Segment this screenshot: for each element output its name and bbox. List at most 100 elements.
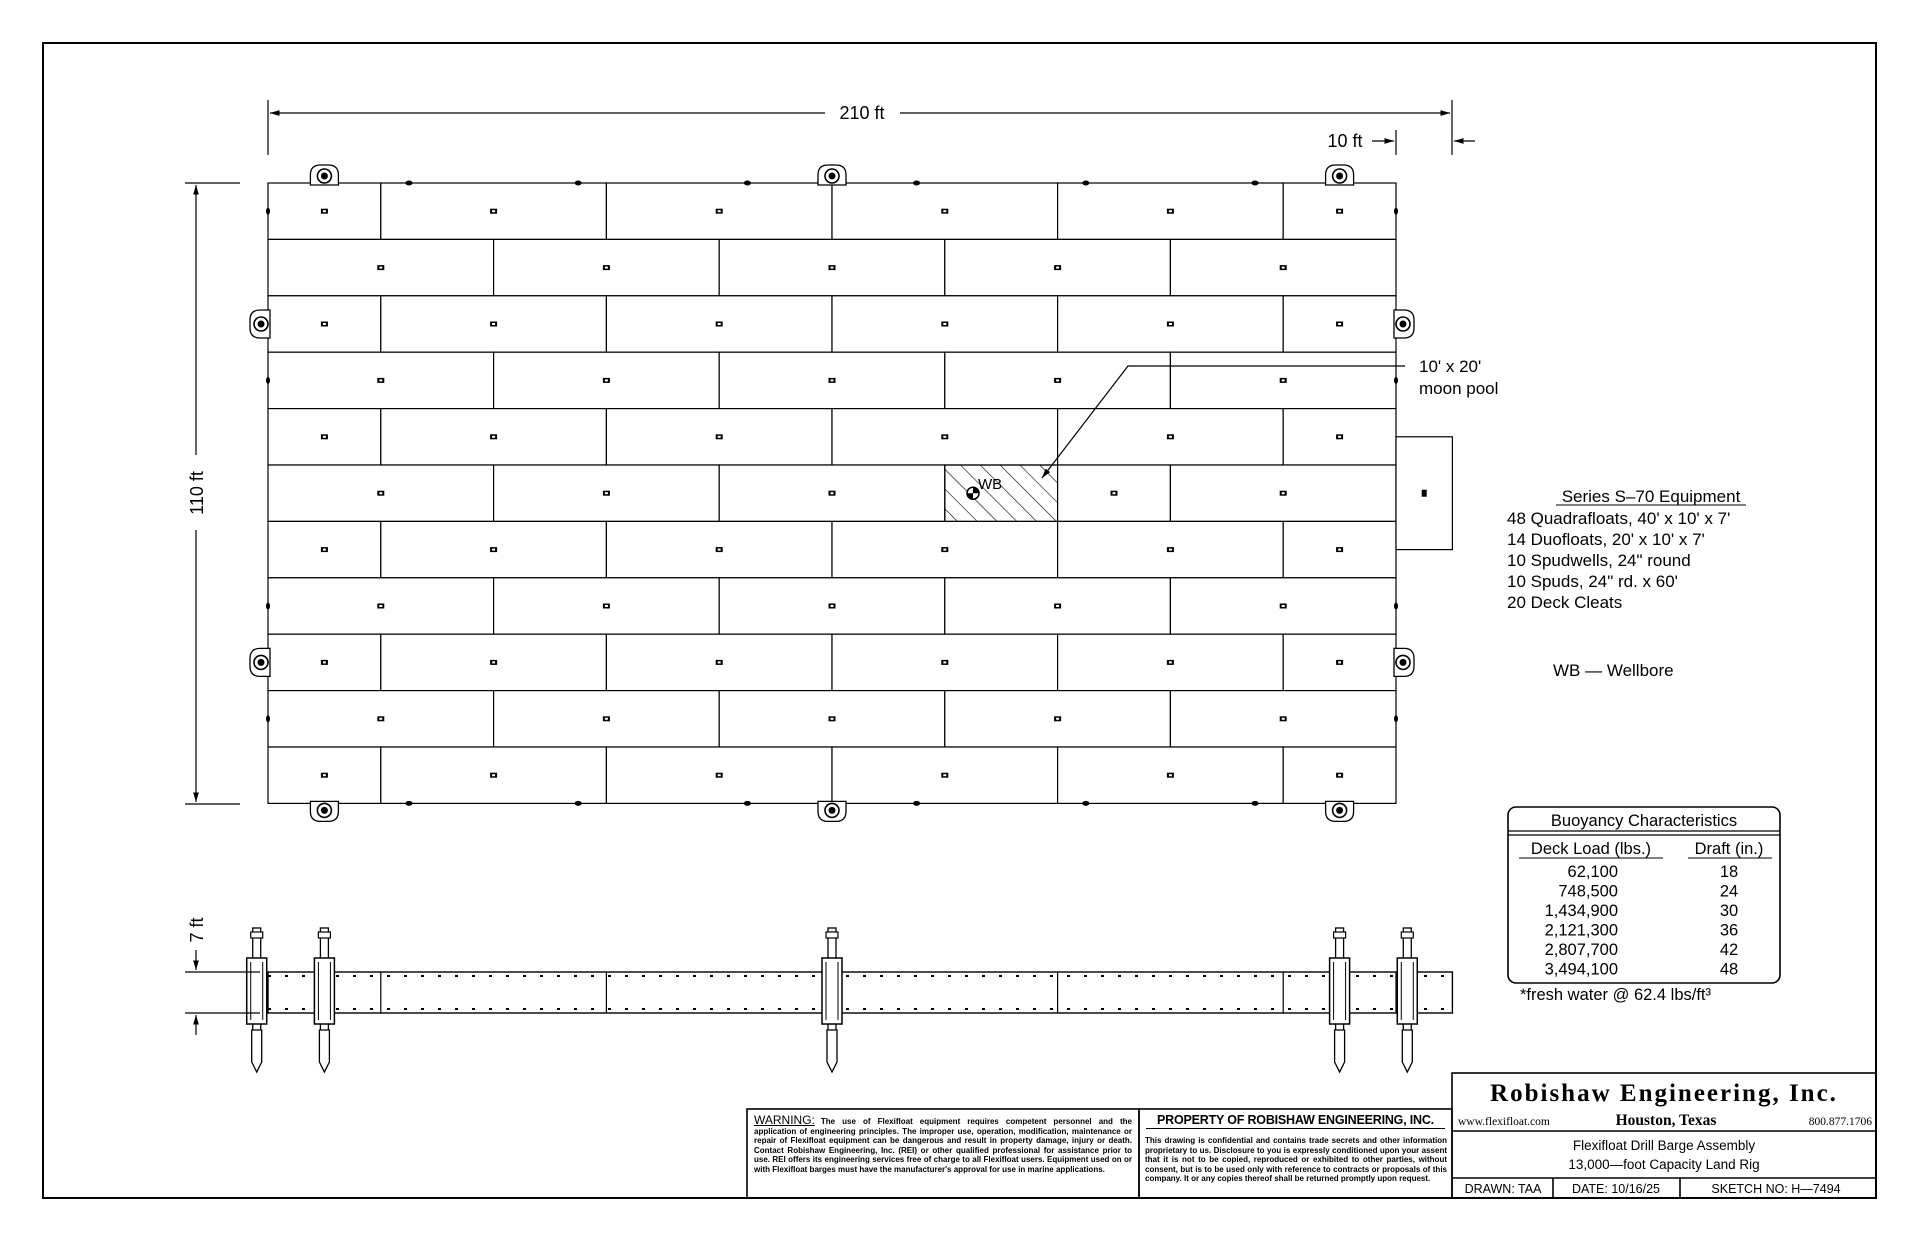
- duofloat: [1282, 520, 1397, 579]
- quadrafloat: [493, 238, 720, 297]
- deck-cleat: [913, 800, 921, 806]
- equipment-item: 48 Quadrafloats, 40' x 10' x 7': [1507, 509, 1730, 528]
- quadrafloat: [718, 351, 946, 410]
- sketch-number: SKETCH NO: H—7494: [1711, 1182, 1840, 1196]
- quadrafloat: [493, 577, 720, 635]
- quadrafloat: [831, 746, 1059, 805]
- buoyancy-load: 62,100: [1568, 863, 1618, 881]
- quadrafloat: [267, 577, 495, 635]
- buoyancy-draft: 48: [1720, 961, 1738, 979]
- wellbore-legend: WB — Wellbore: [1553, 661, 1674, 680]
- wellbore-symbol: [966, 486, 980, 500]
- drawing-description-1: Flexifloat Drill Barge Assembly: [1573, 1138, 1756, 1153]
- dimension-length-label: 210 ft: [839, 103, 884, 123]
- deck-cleat: [1394, 376, 1398, 384]
- buoyancy-draft: 36: [1720, 922, 1738, 940]
- equipment-title: Series S–70 Equipment: [1562, 487, 1741, 506]
- equipment-item: 10 Spuds, 24" rd. x 60': [1507, 572, 1678, 591]
- quadrafloat: [1169, 577, 1397, 635]
- buoyancy-load: 3,494,100: [1545, 961, 1618, 979]
- quadrafloat: [380, 408, 607, 466]
- buoyancy-table: Buoyancy Characteristics Deck Load (lbs.…: [1507, 806, 1781, 1004]
- quadrafloat: [1169, 351, 1397, 410]
- deck-cleat: [1251, 800, 1259, 806]
- dimension-width: [185, 182, 240, 805]
- quadrafloat: [1169, 238, 1397, 297]
- spudwell-icon: [817, 164, 847, 186]
- moon-pool: [944, 464, 1059, 523]
- buoyancy-footnote: *fresh water @ 62.4 lbs/ft³: [1520, 986, 1711, 1004]
- deck-cleat: [1082, 800, 1090, 806]
- company-phone: 800.877.1706: [1809, 1116, 1873, 1128]
- moon-pool-label-1: 10' x 20': [1419, 357, 1481, 376]
- moon-pool-leader: [1041, 365, 1405, 479]
- quadrafloat: [605, 746, 833, 805]
- title-block: [1451, 1072, 1877, 1199]
- duofloat: [1282, 408, 1397, 466]
- company-website: www.flexifloat.com: [1458, 1116, 1550, 1128]
- quadrafloat: [267, 351, 495, 410]
- duofloat: [1282, 746, 1397, 805]
- wellbore-label: WB: [978, 476, 1002, 493]
- duofloat: [267, 295, 382, 353]
- barge-elevation: [267, 971, 1454, 1014]
- buoyancy-col-draft: Draft (in.): [1695, 840, 1764, 858]
- deck-cleat: [266, 715, 270, 723]
- deck-cleat: [574, 800, 582, 806]
- quadrafloat: [1056, 633, 1284, 692]
- drawing-date: DATE: 10/16/25: [1572, 1182, 1660, 1196]
- duofloat: [267, 633, 382, 692]
- deck-cleat: [266, 376, 270, 384]
- property-heading: PROPERTY OF ROBISHAW ENGINEERING, INC.: [1146, 1113, 1445, 1129]
- duofloat: [267, 182, 382, 241]
- warning-body: The use of Flexifloat equipment requires…: [754, 1117, 1132, 1174]
- company-location: Houston, Texas: [1616, 1112, 1717, 1129]
- quadrafloat: [380, 633, 607, 692]
- quadrafloat: [944, 238, 1171, 297]
- quadrafloat: [831, 295, 1059, 353]
- quadrafloat: [267, 238, 495, 297]
- dimension-width-label: 110 ft: [187, 471, 207, 515]
- duofloat: [1056, 464, 1171, 523]
- spud-icon: [313, 927, 336, 1074]
- spudwell-icon: [309, 800, 340, 823]
- quadrafloat: [718, 689, 946, 748]
- hatch-cover-mark: [1421, 489, 1427, 497]
- spudwell-icon: [309, 164, 340, 186]
- quadrafloat: [1056, 295, 1284, 353]
- elevation-view: [245, 927, 1454, 1074]
- moon-pool-label-2: moon pool: [1419, 379, 1498, 398]
- dimension-depth: [185, 950, 260, 1035]
- deck-cleat: [1082, 180, 1090, 186]
- spud-icon: [821, 927, 843, 1074]
- drawing-description-2: 13,000—foot Capacity Land Rig: [1568, 1157, 1759, 1172]
- quadrafloat: [944, 351, 1171, 410]
- plan-view: [249, 164, 1454, 823]
- buoyancy-load: 2,121,300: [1545, 922, 1618, 940]
- deck-cleat: [405, 180, 413, 186]
- quadrafloat: [380, 746, 607, 805]
- dimension-extension-label: 10 ft: [1327, 131, 1362, 151]
- duofloat: [267, 520, 382, 579]
- buoyancy-title: Buoyancy Characteristics: [1551, 812, 1737, 830]
- equipment-item: 14 Duofloats, 20' x 10' x 7': [1507, 530, 1705, 549]
- quadrafloat: [1169, 689, 1397, 748]
- quadrafloat: [1056, 182, 1284, 241]
- quadrafloat: [380, 295, 607, 353]
- duofloat: [267, 746, 382, 805]
- quadrafloat: [944, 577, 1171, 635]
- dimension-depth-label: 7 ft: [187, 917, 207, 942]
- equipment-item: 20 Deck Cleats: [1507, 593, 1622, 612]
- spudwell-icon: [1324, 800, 1355, 823]
- duofloat-extension: [1395, 436, 1454, 551]
- quadrafloat: [718, 464, 946, 523]
- spudwell-icon: [249, 647, 271, 678]
- warning-text: WARNING:The use of Flexifloat equipment …: [754, 1114, 1132, 1175]
- company-name: Robishaw Engineering, Inc.: [1490, 1080, 1838, 1107]
- buoyancy-draft: 24: [1720, 883, 1738, 901]
- drawn-by: DRAWN: TAA: [1465, 1182, 1543, 1196]
- spud-icon: [245, 927, 268, 1074]
- quadrafloat: [380, 182, 607, 241]
- quadrafloat: [605, 295, 833, 353]
